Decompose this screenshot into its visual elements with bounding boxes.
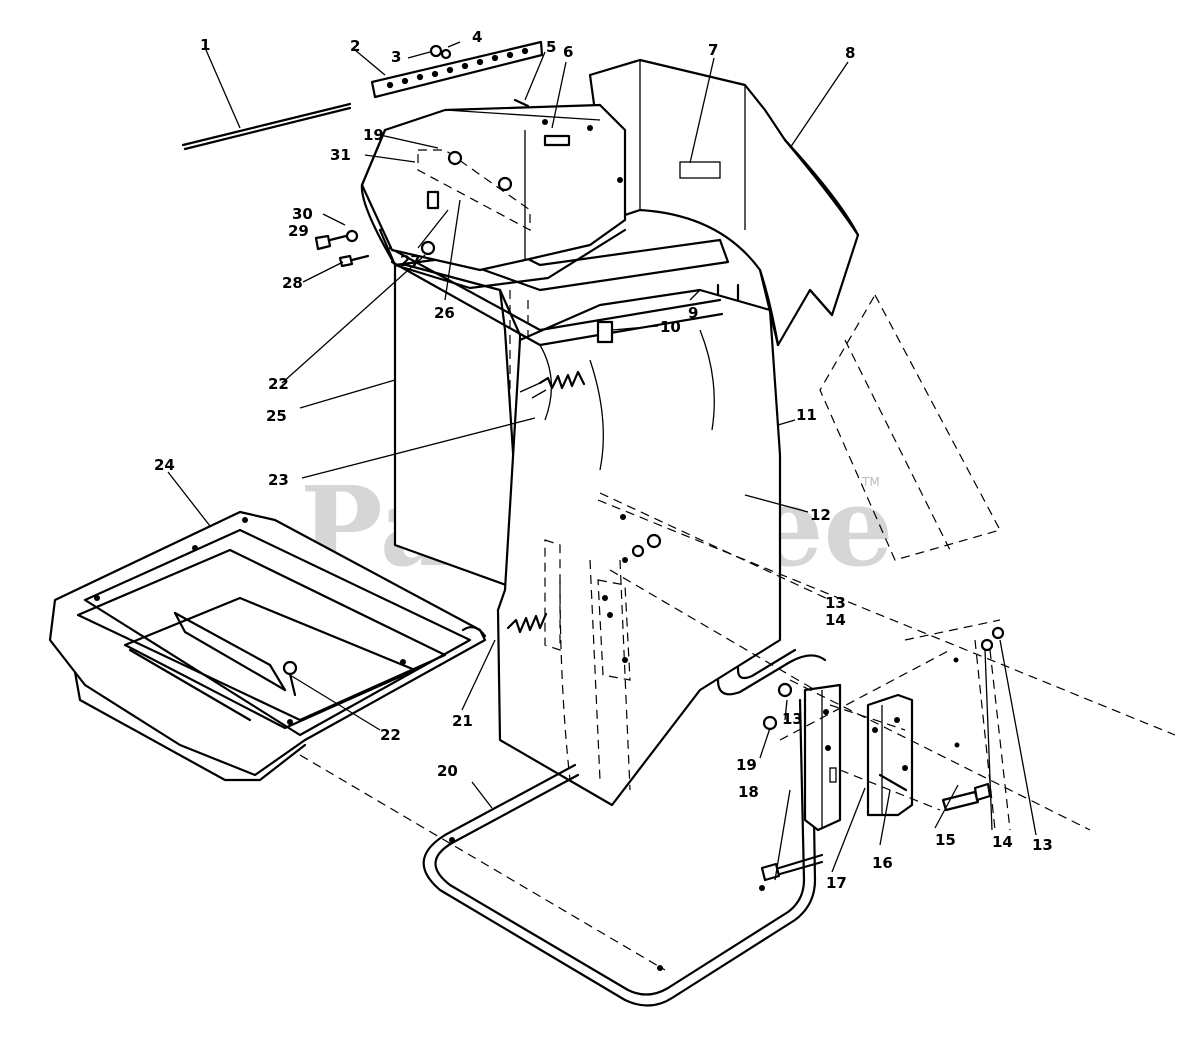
discharge-chute [588, 58, 860, 347]
callout-24: 24 [154, 456, 175, 474]
cover-bolt-19 [447, 150, 463, 166]
callout-21: 21 [452, 712, 473, 730]
latch [426, 190, 440, 210]
callout-25: 25 [266, 407, 287, 425]
base-frame [422, 698, 817, 1007]
bolt-29 [314, 229, 359, 251]
callout-13-upper: 13 [825, 594, 846, 612]
washer-30 [345, 229, 359, 243]
leader-lines [167, 41, 1037, 881]
callout-9: 9 [688, 304, 698, 322]
callout-labels: 1 2 3 4 5 6 7 8 9 10 11 12 13 14 13 19 1… [154, 28, 1053, 892]
bolt-18 [760, 853, 824, 882]
pin-22-tray [282, 660, 298, 697]
callout-22-tray: 22 [380, 726, 401, 744]
callout-18: 18 [738, 783, 759, 801]
nut-13 [777, 682, 793, 698]
callout-28: 28 [282, 274, 303, 292]
hitch-plate-16 [866, 693, 914, 817]
callout-14-right: 14 [992, 833, 1013, 851]
callout-30: 30 [292, 205, 313, 223]
callout-23: 23 [268, 471, 289, 489]
callout-12: 12 [810, 506, 831, 524]
frame-bracket [596, 320, 614, 344]
callout-3: 3 [391, 48, 401, 66]
callout-13-mid: 13 [782, 710, 803, 728]
hitch-plates [544, 514, 631, 681]
callout-31: 31 [330, 146, 351, 164]
callout-15: 15 [935, 831, 956, 849]
nut-19 [762, 715, 778, 731]
spring-23 [519, 370, 586, 399]
hinge-rod [181, 102, 352, 151]
callout-14-upper: 14 [825, 611, 846, 629]
callout-1: 1 [200, 36, 210, 54]
callout-22-upper: 22 [268, 375, 289, 393]
screw-16 [878, 773, 908, 792]
nut-washer-13-14-upper [631, 533, 662, 558]
callout-7: 7 [708, 41, 718, 59]
callout-19-mid: 19 [736, 756, 757, 774]
screw-5 [513, 98, 530, 108]
callout-8: 8 [845, 44, 855, 62]
bag-tray-lid [48, 510, 487, 782]
callout-19-top: 19 [363, 126, 384, 144]
callout-4: 4 [472, 28, 482, 46]
callout-10: 10 [660, 318, 681, 336]
cover-bolt-31 [497, 176, 513, 192]
callout-13-right: 13 [1032, 836, 1053, 854]
callout-20: 20 [437, 762, 458, 780]
pin-6 [543, 134, 571, 147]
assembly-phantom-lines [299, 492, 1176, 971]
chute-deflector-phantom [819, 293, 1001, 561]
callout-26: 26 [434, 304, 455, 322]
hitch-tube-17 [803, 683, 842, 832]
callout-29: 29 [288, 222, 309, 240]
spring-21 [506, 612, 548, 634]
callout-17: 17 [826, 874, 847, 892]
fastener-27 [420, 240, 436, 256]
hinge-bracket [370, 40, 544, 99]
watermark-trademark: TM [861, 475, 880, 489]
decal-label [679, 161, 721, 179]
callout-16: 16 [872, 854, 893, 872]
bolt-15 [941, 782, 992, 812]
callout-2: 2 [350, 37, 360, 55]
callout-11: 11 [796, 406, 817, 424]
bolt-28 [338, 254, 370, 268]
callout-6: 6 [563, 43, 573, 61]
nut-washer-13-14-right [953, 626, 1005, 748]
nut-bolt-3-4 [429, 44, 452, 60]
callout-27: 27 [400, 252, 421, 270]
callout-5: 5 [546, 38, 556, 56]
